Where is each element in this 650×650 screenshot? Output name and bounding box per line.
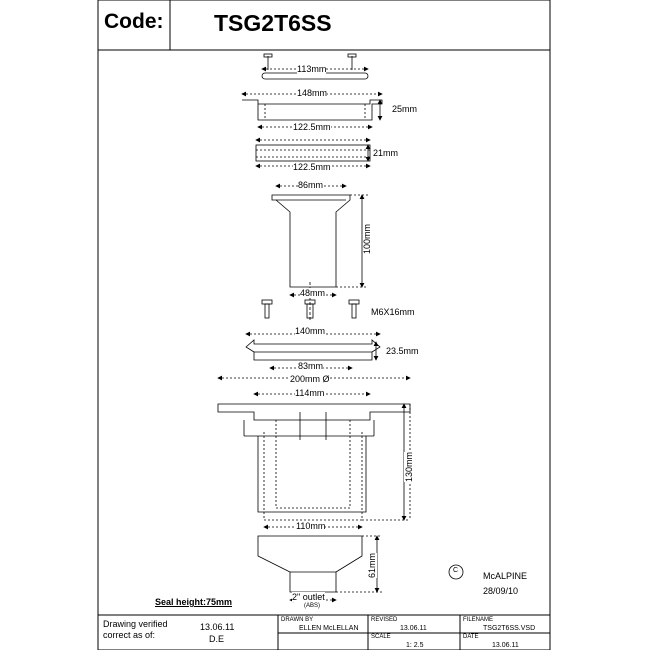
- code-label: Code:: [104, 10, 164, 33]
- scale-value: 1: 2.5: [406, 642, 424, 649]
- outlet-part: [257, 535, 382, 603]
- dim-ring-width: 122.5mm: [293, 162, 331, 172]
- dim-body-top: 114mm: [295, 388, 325, 398]
- tube-part: [271, 183, 368, 298]
- dim-body-diameter: 200mm Ø: [290, 374, 330, 384]
- scale-label: SCALE: [371, 634, 391, 640]
- revised-value: 13.06.11: [400, 625, 427, 632]
- code-value: TSG2T6SS: [214, 10, 332, 36]
- filename-label: FILENAME: [463, 617, 494, 623]
- verified-label-1: Drawing verified: [103, 619, 168, 629]
- drawn-by-value: ELLEN McLELLAN: [299, 625, 359, 632]
- dim-frame-height: 25mm: [392, 104, 418, 114]
- dim-collar-inner: 83mm: [298, 361, 324, 371]
- date-label: DATE: [463, 634, 479, 640]
- seal-height: Seal height:75mm: [155, 597, 233, 607]
- dim-outlet-height: 61mm: [367, 552, 377, 578]
- copyright-circle: [448, 564, 464, 580]
- dim-collar-height: 23.5mm: [386, 346, 419, 356]
- date-value: 13.06.11: [492, 642, 519, 649]
- verified-label-2: correct as of:: [103, 630, 156, 640]
- filename-value: TSG2T6SS.VSD: [483, 625, 536, 632]
- dim-tube-height: 100mm: [362, 223, 372, 254]
- dim-body-bottom: 110mm: [296, 521, 326, 531]
- company-name: McALPINE: [483, 571, 528, 581]
- dim-outlet: 2" outlet: [292, 592, 325, 602]
- dim-grating-width: 113mm: [297, 64, 327, 74]
- dim-screw: M6X16mm: [371, 307, 415, 317]
- dim-frame-inner: 122.5mm: [293, 122, 331, 132]
- verified-date: 13.06.11: [200, 622, 235, 632]
- dim-tube-bottom: 48mm: [300, 288, 326, 298]
- company-date: 28/09/10: [483, 586, 519, 596]
- dim-frame-width: 148mm: [297, 88, 328, 98]
- body-part: [217, 375, 411, 530]
- dim-tube-top: 86mm: [298, 180, 324, 190]
- drawn-by-label: DRAWN BY: [281, 617, 314, 623]
- dim-collar-width: 140mm: [295, 326, 326, 336]
- dim-ring-height: 21mm: [373, 148, 399, 158]
- copyright-letter: C: [453, 567, 459, 574]
- sheet-frame: [97, 0, 551, 650]
- outlet-material: (ABS): [304, 603, 321, 609]
- revised-label: REVISED: [371, 617, 398, 623]
- verified-by: D.E: [209, 634, 225, 644]
- dim-body-height: 130mm: [404, 451, 414, 482]
